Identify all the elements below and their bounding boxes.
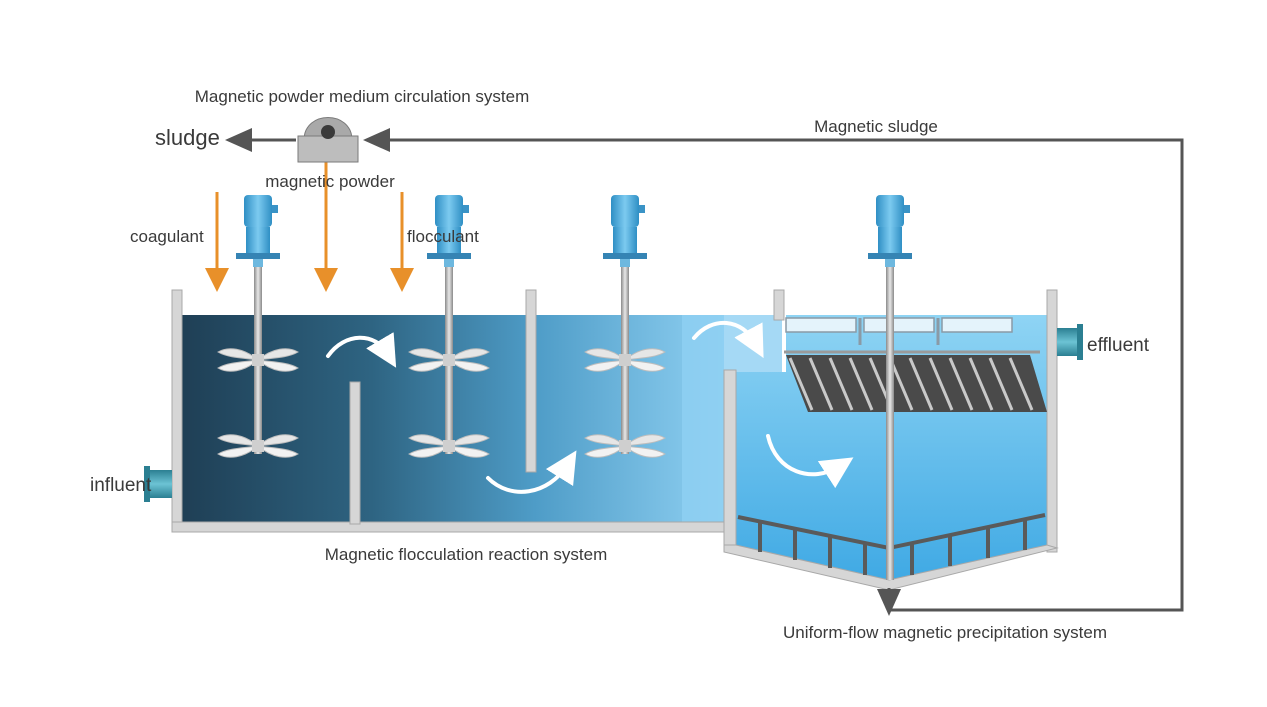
recirculation-lines	[225, 128, 1184, 616]
tube-settler	[784, 350, 1047, 412]
magnetic-powder-label: magnetic powder	[265, 172, 395, 191]
sludge-label: sludge	[155, 125, 220, 150]
effluent-label: effluent	[1087, 335, 1150, 356]
scraper-drive	[868, 195, 912, 580]
mixer-2	[408, 195, 490, 458]
magnetic-separator	[297, 117, 359, 163]
reaction-system-label: Magnetic flocculation reaction system	[325, 545, 608, 564]
sludge-collector	[737, 513, 1046, 575]
flocculant-label: flocculant	[407, 227, 479, 246]
magnetic-sludge-label: Magnetic sludge	[814, 117, 938, 136]
precipitation-system-label: Uniform-flow magnetic precipitation syst…	[783, 623, 1107, 642]
circulation-system-label: Magnetic powder medium circulation syste…	[195, 87, 529, 106]
influent-label: influent	[90, 475, 152, 496]
mixer-1	[217, 195, 299, 458]
internal-flow-arrows	[326, 321, 854, 494]
dosing-arrows	[205, 158, 414, 292]
influent-pipe	[144, 466, 172, 502]
mixer-3	[584, 195, 666, 458]
reaction-tank-walls	[171, 289, 737, 546]
coagulant-label: coagulant	[130, 227, 204, 246]
effluent-pipe	[1057, 324, 1083, 360]
collection-troughs	[785, 317, 1013, 345]
